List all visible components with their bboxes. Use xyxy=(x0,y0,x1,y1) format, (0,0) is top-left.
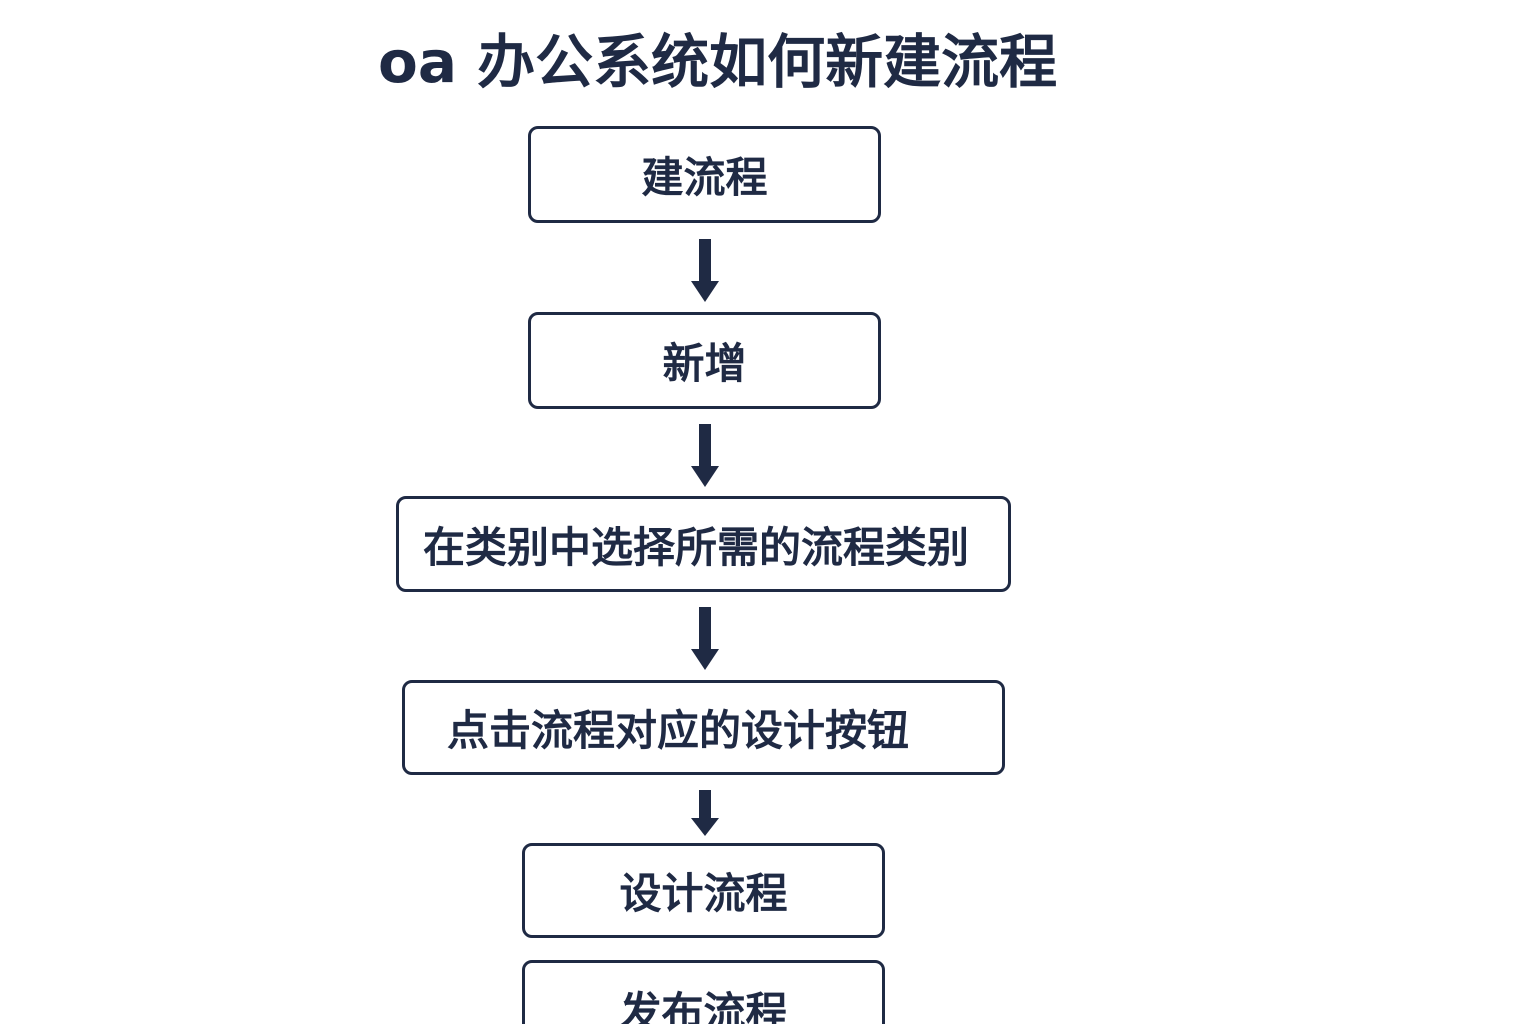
diagram-title: oa 办公系统如何新建流程 xyxy=(378,28,1058,96)
flow-step-click-design-button: 点击流程对应的设计按钮 xyxy=(402,680,1005,775)
arrow-down-icon xyxy=(691,790,719,836)
flow-step-publish-process: 发布流程 xyxy=(522,960,885,1024)
flow-step-create-process: 建流程 xyxy=(528,126,881,223)
flow-step-add-new: 新增 xyxy=(528,312,881,409)
arrow-down-icon xyxy=(691,607,719,670)
flow-step-design-process: 设计流程 xyxy=(522,843,885,938)
arrow-down-icon xyxy=(691,424,719,487)
arrow-down-icon xyxy=(691,239,719,302)
flow-step-select-category: 在类别中选择所需的流程类别 xyxy=(396,496,1011,592)
